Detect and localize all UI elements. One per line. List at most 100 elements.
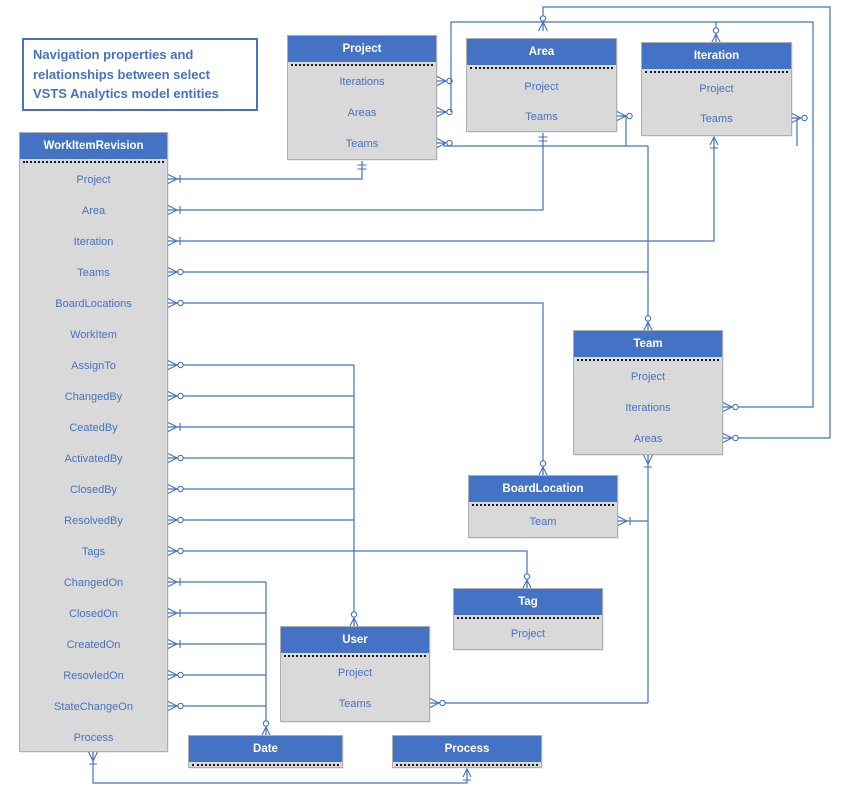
header-separator: [577, 359, 719, 361]
connector-WorkItemRevision.Iteration-to-Iteration: [168, 137, 715, 242]
cardinality-marker: [436, 76, 447, 86]
property-Iterations: Iterations: [625, 402, 671, 414]
cardinality-marker: [167, 608, 181, 618]
cardinality-marker: [429, 698, 440, 708]
cardinality-marker: [167, 360, 178, 370]
property-Iteration: Iteration: [73, 236, 114, 248]
zero-circle-marker: [523, 573, 531, 580]
connector-Project.Teams-to-Team-trunk: [437, 142, 648, 147]
cardinality-marker: [167, 267, 178, 277]
cardinality-marker: [616, 111, 627, 121]
property-Team: Team: [529, 516, 557, 528]
property-Teams: Teams: [700, 113, 733, 125]
cardinality-marker: [167, 236, 181, 246]
zero-circle-marker: [262, 720, 270, 727]
entity-title: Process: [393, 736, 541, 762]
zero-circle-marker: [539, 460, 547, 467]
property-CreatedOn: CreatedOn: [66, 639, 121, 651]
diagram-note: Navigation properties and relationships …: [22, 38, 258, 111]
property-WorkItem: WorkItem: [70, 329, 117, 341]
entity-body: Project: [454, 617, 602, 651]
entity-process[interactable]: Process: [392, 735, 542, 768]
connector-WorkItemRevision.BoardLocations-to-BoardLocation: [168, 302, 544, 476]
property-ResovledOn: ResovledOn: [63, 670, 124, 682]
cardinality-marker: [167, 639, 181, 649]
property-Teams: Teams: [338, 698, 372, 710]
cardinality-marker: [167, 577, 181, 587]
zero-circle-marker: [626, 112, 633, 120]
property-Areas: Areas: [347, 107, 377, 119]
cardinality-marker: [538, 21, 548, 32]
cardinality-marker: [791, 113, 802, 123]
cardinality-marker: [167, 174, 181, 184]
zero-circle-marker: [177, 547, 184, 555]
property-Project: Project: [699, 83, 734, 95]
cardinality-marker: [167, 422, 181, 432]
property-Project: Project: [630, 371, 666, 383]
property-ClosedBy: ClosedBy: [69, 484, 118, 496]
entity-title: BoardLocation: [469, 476, 617, 502]
property-BoardLocations: BoardLocations: [55, 298, 132, 310]
entity-title: User: [281, 627, 429, 653]
zero-circle-marker: [732, 434, 739, 442]
property-ChangedBy: ChangedBy: [64, 391, 123, 403]
cardinality-marker: [722, 402, 733, 412]
property-ActivatedBy: ActivatedBy: [64, 453, 123, 465]
zero-circle-marker: [177, 268, 184, 276]
cardinality-marker: [709, 135, 719, 149]
property-CeatedBy: CeatedBy: [69, 422, 118, 434]
cardinality-marker: [462, 767, 472, 781]
header-separator: [396, 764, 538, 766]
cardinality-marker: [167, 546, 178, 556]
zero-circle-marker: [446, 108, 453, 116]
property-StateChangeOn: StateChangeOn: [54, 701, 133, 713]
entity-date[interactable]: Date: [188, 735, 343, 768]
zero-circle-marker: [177, 454, 184, 462]
cardinality-marker: [88, 751, 98, 765]
zero-circle-marker: [539, 15, 547, 22]
cardinality-marker: [436, 107, 447, 117]
entity-title: Tag: [454, 589, 602, 615]
cardinality-marker: [167, 670, 178, 680]
property-Project: Project: [510, 628, 546, 640]
zero-circle-marker: [732, 403, 739, 411]
header-separator: [23, 161, 164, 163]
property-AssignTo: AssignTo: [71, 360, 116, 372]
property-Project: Project: [76, 174, 111, 186]
zero-circle-marker: [177, 516, 184, 524]
zero-circle-marker: [439, 699, 446, 707]
header-separator: [470, 67, 613, 69]
property-Teams: Teams: [525, 111, 558, 123]
property-Iterations: Iterations: [339, 76, 385, 88]
entity-body: [393, 764, 541, 769]
property-Project: Project: [524, 81, 559, 93]
entity-title: WorkItemRevision: [20, 133, 167, 159]
entity-body: Team: [469, 504, 617, 539]
zero-circle-marker: [712, 27, 720, 34]
cardinality-marker: [357, 164, 367, 170]
property-Area: Area: [81, 205, 106, 217]
header-separator: [192, 764, 339, 766]
header-separator: [645, 71, 788, 73]
header-separator: [457, 617, 599, 619]
zero-circle-marker: [177, 361, 184, 369]
property-Process: Process: [73, 732, 114, 744]
zero-circle-marker: [801, 114, 808, 122]
connector-WorkItemRevision.Tags-to-Tag: [168, 550, 528, 589]
cardinality-marker: [167, 205, 181, 215]
property-Project: Project: [337, 667, 373, 679]
header-separator: [472, 504, 614, 506]
zero-circle-marker: [644, 315, 652, 322]
